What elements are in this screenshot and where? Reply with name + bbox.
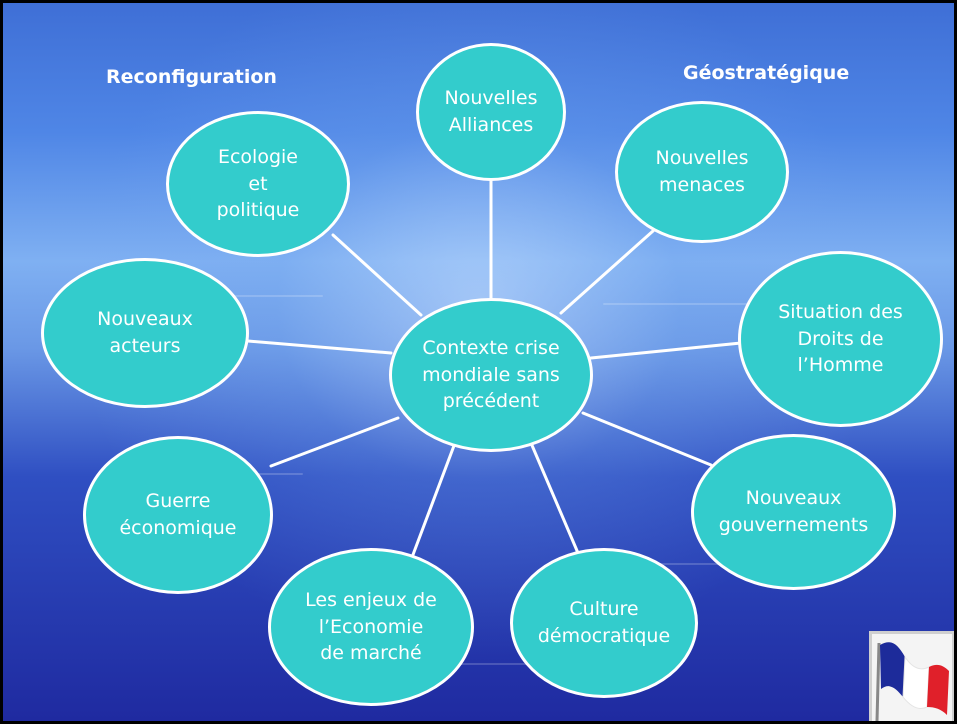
connector-culture: [529, 441, 580, 555]
node-label: Ecologie et politique: [216, 145, 300, 222]
connector-acteurs: [246, 339, 393, 355]
node-droits-homme: Situation des Droits de l’Homme: [738, 251, 943, 427]
connector-droits: [589, 341, 743, 360]
node-label: Nouvelles Alliances: [444, 87, 538, 136]
node-label: Culture démocratique: [537, 598, 671, 647]
connector-gouvernements: [581, 411, 713, 467]
node-economie-marche: Les enjeux de l’Economie de marché: [268, 548, 474, 706]
connector-lines: [246, 176, 743, 570]
connector-marche: [406, 441, 457, 570]
node-label: Contexte crise mondiale sans précédent: [422, 336, 560, 413]
connector-menaces: [559, 229, 655, 315]
node-label: Nouveaux gouvernements: [718, 487, 869, 536]
connector-ecologie: [331, 233, 423, 317]
node-nouveaux-acteurs: Nouveaux acteurs: [41, 258, 249, 408]
node-label: Nouveaux acteurs: [97, 308, 193, 357]
node-label: Situation des Droits de l’Homme: [778, 300, 903, 377]
node-nouvelles-alliances: Nouvelles Alliances: [416, 43, 566, 181]
french-flag-icon: [869, 631, 954, 721]
title-geostrategique: Géostratégique: [683, 62, 850, 84]
node-ecologie-politique: Ecologie et politique: [166, 111, 350, 257]
node-nouvelles-menaces: Nouvelles menaces: [615, 101, 789, 243]
node-centre-contexte-crise: Contexte crise mondiale sans précédent: [389, 298, 593, 452]
node-label: Nouvelles menaces: [655, 147, 749, 196]
title-reconfiguration: Reconfiguration: [106, 66, 277, 88]
node-culture-democratique: Culture démocratique: [510, 548, 698, 698]
node-nouveaux-gouvernements: Nouveaux gouvernements: [691, 434, 896, 590]
node-label: Guerre économique: [119, 490, 237, 539]
node-label: Les enjeux de l’Economie de marché: [305, 588, 437, 665]
node-guerre-economique: Guerre économique: [83, 436, 273, 594]
water-streak: [603, 303, 823, 305]
connector-guerre: [269, 416, 400, 468]
